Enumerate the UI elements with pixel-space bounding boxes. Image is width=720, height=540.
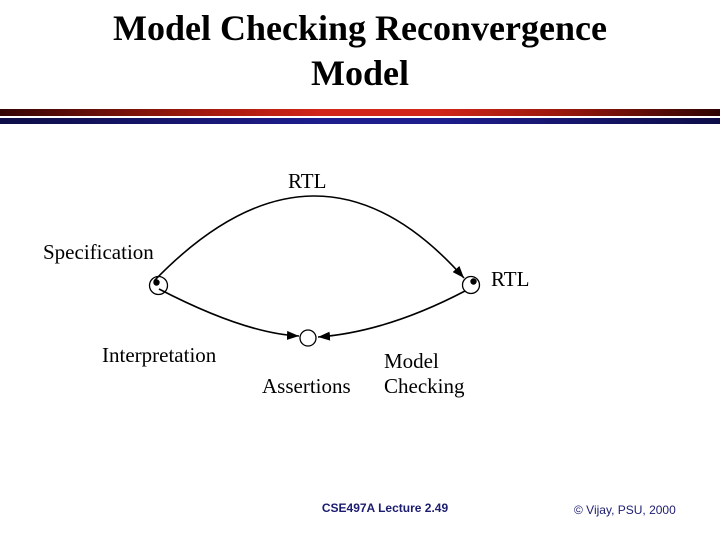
label-interpretation: Interpretation <box>102 343 217 367</box>
edge-specification-to-rtl <box>153 195 465 282</box>
assertions-node <box>299 329 317 347</box>
label-rtl-right: RTL <box>491 267 530 291</box>
footer-lecture-label: CSE497A Lecture 2.49 <box>321 501 449 515</box>
footer-copyright-label: © Vijay, PSU, 2000 <box>574 503 676 517</box>
divider-red-bar <box>0 109 720 116</box>
slide-title-line-2: Model <box>311 53 409 93</box>
slide-title-line-1: Model Checking Reconvergence <box>113 8 607 48</box>
label-rtl-top: RTL <box>288 169 327 193</box>
label-specification: Specification <box>43 240 154 264</box>
label-model-checking-line-1: Model <box>384 349 439 373</box>
label-model-checking-line-2: Checking <box>384 374 465 398</box>
slide-title: Model Checking Reconvergence Model <box>0 6 720 96</box>
divider-blue-bar <box>0 118 720 124</box>
edge-rtl-to-assertions <box>317 290 466 341</box>
specification-node-dot <box>153 279 160 286</box>
label-model-checking: Model Checking <box>384 349 464 399</box>
label-assertions: Assertions <box>262 374 351 398</box>
rtl-node-dot <box>470 278 477 285</box>
edge-specification-to-assertions <box>158 288 300 340</box>
rtl-node <box>461 275 481 295</box>
